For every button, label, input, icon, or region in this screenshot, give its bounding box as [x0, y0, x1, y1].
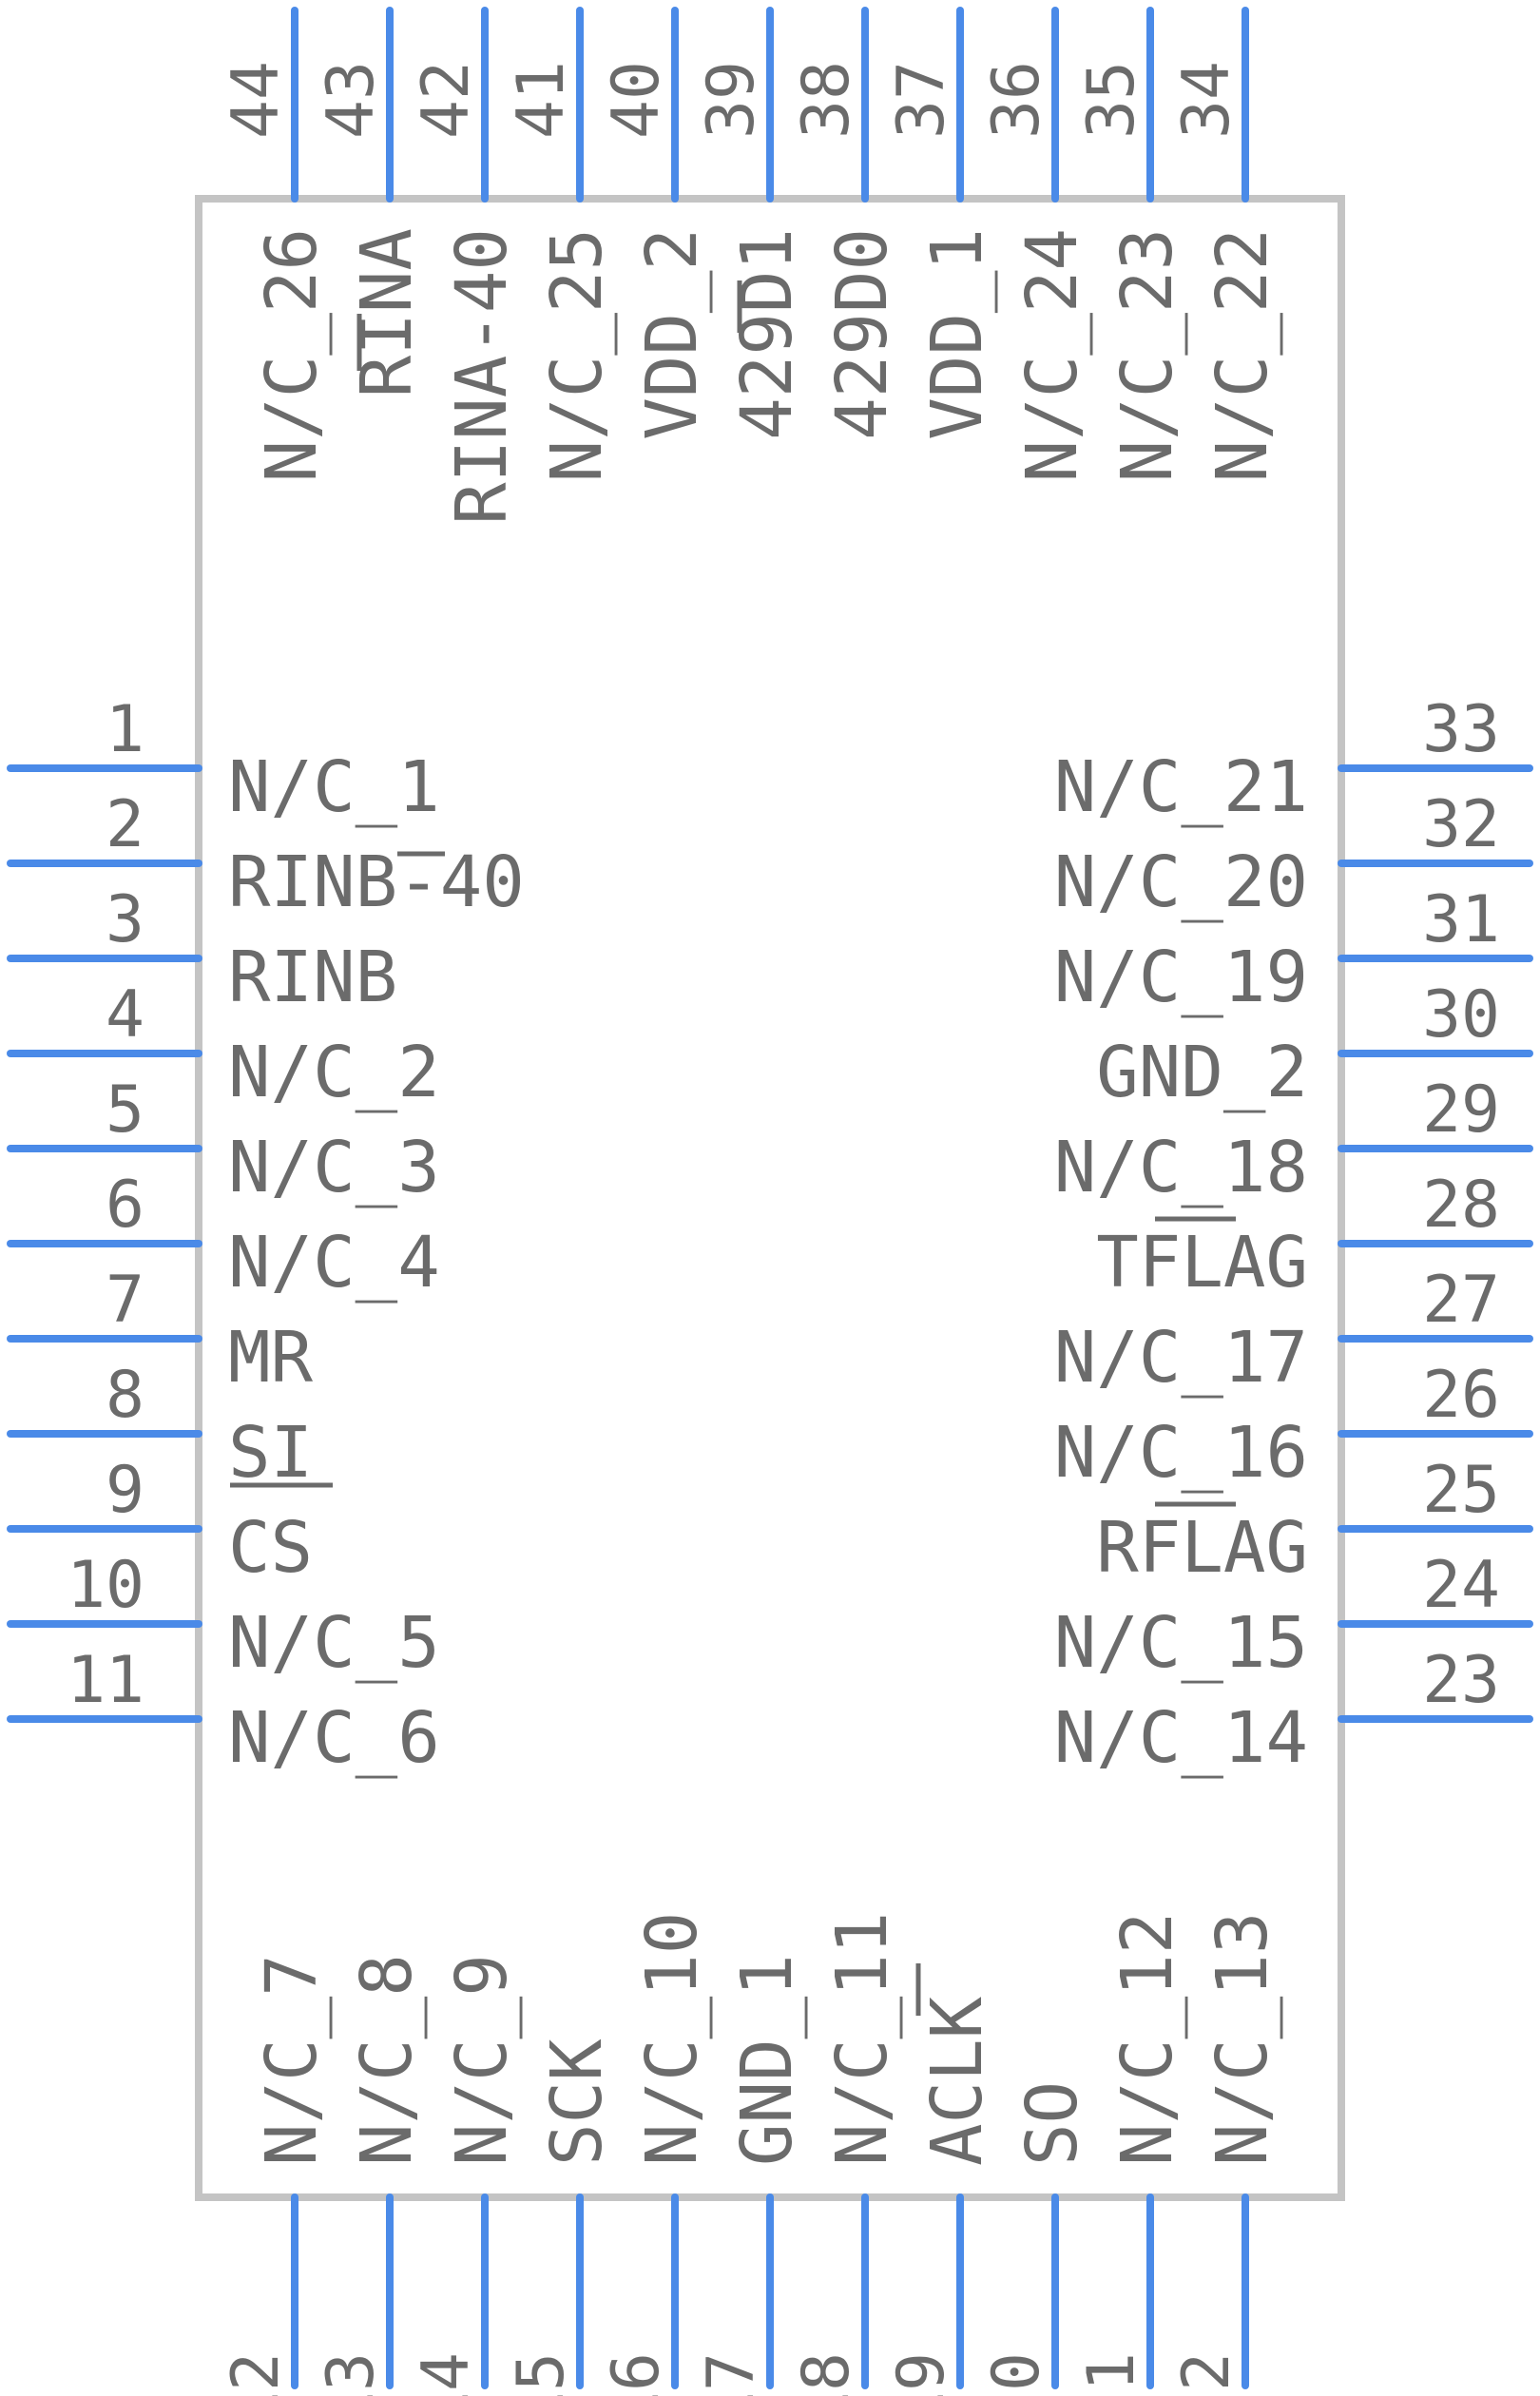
pin-9-number: 9: [106, 1453, 144, 1528]
pin-label-n-c-6: N/C_6: [228, 1697, 440, 1779]
pin-5-number: 5: [106, 1072, 144, 1148]
pin-1-number: 1: [106, 692, 144, 767]
pin-19-number: 19: [884, 2352, 959, 2396]
pin-label-n-c-15: N/C_15: [1054, 1602, 1308, 1684]
pin-label-n-c-22: N/C_22: [1202, 228, 1283, 482]
pin-37-number: 37: [884, 61, 959, 139]
pin-label-n-c-17: N/C_17: [1054, 1317, 1308, 1399]
pin-2-number: 2: [106, 787, 144, 862]
pin-43-number: 43: [314, 61, 389, 139]
pin-25-number: 25: [1422, 1453, 1500, 1528]
pin-30-number: 30: [1422, 977, 1500, 1053]
pin-label-vdd-2: VDD_2: [631, 228, 713, 440]
pin-26-number: 26: [1422, 1358, 1500, 1433]
pin-label-n-c-1: N/C_1: [228, 746, 440, 828]
pin-42-number: 42: [409, 61, 484, 139]
pin-28-number: 28: [1422, 1168, 1500, 1243]
pin-29-number: 29: [1422, 1072, 1500, 1148]
pin-10-number: 10: [67, 1548, 144, 1623]
pin-4-number: 4: [106, 977, 144, 1053]
pin-23-number: 23: [1422, 1643, 1500, 1718]
pin-label-rina-40: RINA-40: [441, 228, 523, 525]
pin-label-n-c-5: N/C_5: [228, 1602, 440, 1684]
pin-label-mr: MR: [228, 1317, 314, 1399]
pin-label-n-c-2: N/C_2: [228, 1032, 440, 1113]
pin-3-number: 3: [106, 882, 144, 957]
pin-11-number: 11: [67, 1643, 144, 1718]
pin-8-number: 8: [106, 1358, 144, 1433]
pin-label-n-c-11: N/C_11: [821, 1912, 903, 2166]
pin-label-n-c-12: N/C_12: [1107, 1912, 1188, 2166]
pin-label-429d0: 429D0: [821, 228, 903, 440]
pin-label-rflag: RFLAG: [1096, 1507, 1308, 1589]
pin-label-n-c-26: N/C_26: [251, 228, 333, 482]
pin-13-number: 13: [314, 2352, 389, 2396]
pin-20-number: 20: [979, 2352, 1054, 2396]
pin-6-number: 6: [106, 1168, 144, 1243]
pin-label-n-c-8: N/C_8: [346, 1954, 428, 2166]
pin-27-number: 27: [1422, 1263, 1500, 1338]
pin-label-n-c-21: N/C_21: [1054, 746, 1308, 828]
pin-label-rina: RINA: [346, 228, 428, 397]
pin-38-number: 38: [789, 61, 864, 139]
pin-label-n-c-24: N/C_24: [1011, 228, 1093, 482]
pin-44-number: 44: [219, 61, 294, 139]
pin-12-number: 12: [219, 2352, 294, 2396]
pin-14-number: 14: [409, 2352, 484, 2396]
pin-32-number: 32: [1422, 787, 1500, 862]
pin-label-gnd-1: GND_1: [726, 1954, 808, 2166]
pin-label-n-c-25: N/C_25: [536, 228, 618, 482]
pin-36-number: 36: [979, 61, 1054, 139]
pin-label-n-c-16: N/C_16: [1054, 1412, 1308, 1494]
pin-label-tflag: TFLAG: [1096, 1222, 1308, 1304]
pin-label-n-c-9: N/C_9: [441, 1954, 523, 2166]
pin-label-n-c-7: N/C_7: [251, 1954, 333, 2166]
pin-34-number: 34: [1169, 61, 1244, 139]
pin-label-n-c-20: N/C_20: [1054, 841, 1308, 923]
pin-39-number: 39: [694, 61, 769, 139]
pin-18-number: 18: [789, 2352, 864, 2396]
pin-17-number: 17: [694, 2352, 769, 2396]
pin-label-rinb-40: RINB-40: [228, 841, 525, 923]
pin-35-number: 35: [1074, 61, 1149, 139]
pin-33-number: 33: [1422, 692, 1500, 767]
pin-15-number: 15: [504, 2352, 579, 2396]
pin-label-cs: CS: [228, 1507, 313, 1589]
pin-label-n-c-18: N/C_18: [1054, 1127, 1308, 1208]
pin-label-n-c-13: N/C_13: [1202, 1912, 1283, 2166]
pin-label-si: SI: [228, 1412, 313, 1494]
pin-22-number: 22: [1169, 2352, 1244, 2396]
pin-label-aclk: ACLK: [916, 1996, 998, 2166]
pin-16-number: 16: [599, 2352, 674, 2396]
pin-24-number: 24: [1422, 1548, 1500, 1623]
pin-label-so: SO: [1011, 2081, 1093, 2166]
pin-label-n-c-23: N/C_23: [1107, 228, 1188, 482]
pin-label-sck: SCK: [536, 2039, 618, 2166]
pin-31-number: 31: [1422, 882, 1500, 957]
pins-layer: 1N/C_12RINB-403RINB4N/C_25N/C_36N/C_47MR…: [7, 7, 1533, 2396]
pin-label-vdd-1: VDD_1: [916, 228, 998, 440]
pin-21-number: 21: [1074, 2352, 1149, 2396]
pin-7-number: 7: [106, 1263, 144, 1338]
pin-label-gnd-2: GND_2: [1096, 1032, 1308, 1113]
pin-label-n-c-19: N/C_19: [1054, 937, 1308, 1018]
pin-label-rinb: RINB: [228, 937, 397, 1018]
ic-body: [195, 195, 1345, 2201]
pin-label-n-c-4: N/C_4: [228, 1222, 440, 1304]
pin-label-n-c-3: N/C_3: [228, 1127, 440, 1208]
pin-41-number: 41: [504, 61, 579, 139]
pin-label-n-c-10: N/C_10: [631, 1912, 713, 2166]
pin-label-429d1: 429D1: [726, 228, 808, 440]
pin-40-number: 40: [599, 61, 674, 139]
pin-label-n-c-14: N/C_14: [1054, 1697, 1308, 1779]
